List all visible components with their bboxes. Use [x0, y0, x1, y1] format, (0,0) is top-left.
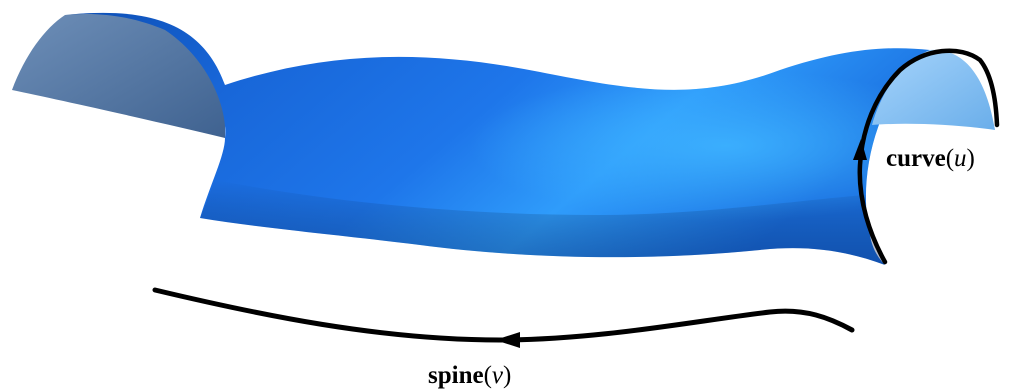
- spine-v-line: [155, 290, 852, 340]
- curve-label-open: (: [946, 145, 954, 172]
- curve-label-param: u: [954, 145, 967, 172]
- spine-label-open: (: [484, 362, 492, 389]
- surface-inner-left: [12, 13, 225, 138]
- curve-label-name: curve: [886, 145, 946, 172]
- curve-label-close: ): [967, 145, 975, 172]
- spine-label: spine(v): [428, 362, 511, 389]
- spine-label-close: ): [503, 362, 511, 389]
- arrow-left-icon: [495, 332, 520, 348]
- curve-label: curve(u): [886, 145, 975, 172]
- spine-label-name: spine: [428, 362, 484, 389]
